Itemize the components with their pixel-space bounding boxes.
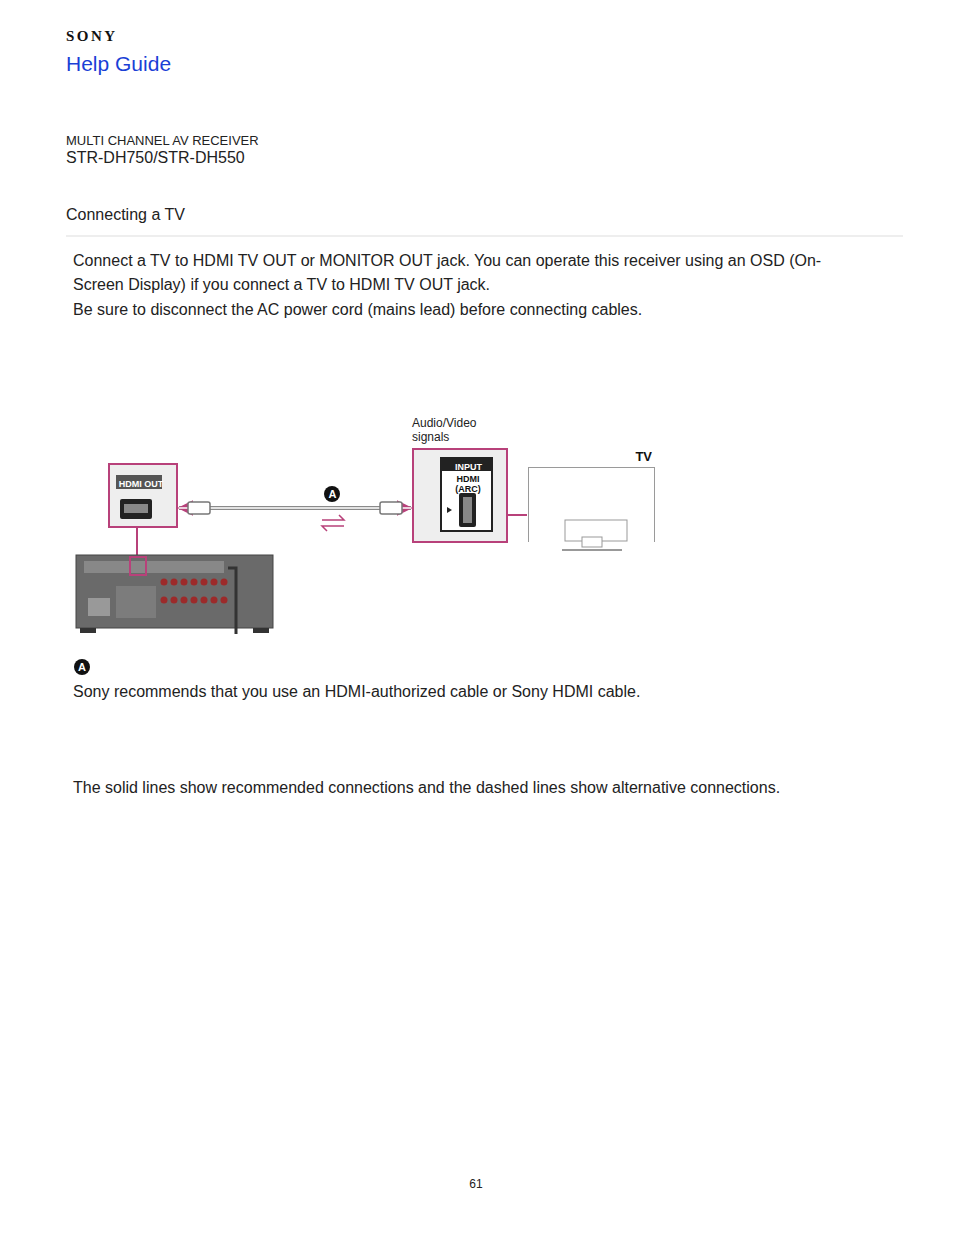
device-name: TV [635,449,652,464]
page-number: 61 [469,1177,482,1191]
body-text: Be sure to disconnect the AC power cord … [73,298,873,322]
jack-label: HDMI OUT [118,477,164,491]
tv-stand [562,549,622,551]
cable-plug [380,502,402,514]
signal-label: Audio/Video signals [412,416,492,444]
speaker-terminal [191,579,198,586]
speaker-terminal [161,597,168,604]
guide-link: Help Guide [66,52,171,76]
hdmi-jack [459,493,476,527]
input-frame [441,458,492,531]
speaker-terminal [201,579,208,586]
receiver-foot [80,628,96,633]
receiver-panel [116,586,156,618]
bidirectional-symbol [322,515,344,531]
brand-logo: SONY [66,28,118,45]
speaker-terminal [191,597,198,604]
callout-letter: A [74,659,90,675]
speaker-terminal [171,579,178,586]
section-heading: Connecting a TV [66,206,185,224]
callout-letter: A [324,486,340,502]
callout-panel [414,450,506,541]
hdmi-jack [124,504,148,513]
callout-panel [110,465,176,526]
leader-line [136,528,138,556]
receiver-panel [84,561,224,573]
hdmi-cable [179,506,411,510]
tv-set: TV [528,467,655,542]
jack-label: INPUT [444,461,493,473]
body-text: Connect a TV to HDMI TV OUT or MONITOR O… [73,249,863,297]
hdmi-out-callout: HDMI OUT [108,463,178,528]
receiver-body [76,555,273,628]
cable-highlight [179,507,411,509]
note-text: Sony recommends that you use an HDMI-aut… [73,680,873,704]
receiver-terminal [88,598,110,616]
jack-arrow [447,507,452,513]
speaker-terminal [171,597,178,604]
speaker-terminal [181,579,188,586]
power-cord [228,568,236,634]
speaker-terminal [221,597,228,604]
speaker-terminal [181,597,188,604]
jack-highlight [130,557,146,575]
leader-line [508,514,527,516]
note-text: The solid lines show recommended connect… [73,776,893,800]
speaker-terminal [161,579,168,586]
divider [66,236,903,237]
speaker-terminal [211,597,218,604]
tv-input-callout: Audio/Video signalsINPUTHDMI (ARC) [412,448,508,543]
product-type: MULTI CHANNEL AV RECEIVER [66,133,259,148]
speaker-terminal [201,597,208,604]
receiver-foot [253,628,269,633]
hdmi-jack [120,499,152,519]
speaker-terminal [221,579,228,586]
jack-label: HDMI (ARC) [448,474,488,494]
hdmi-jack [463,497,472,523]
tv-stand [582,537,602,547]
cable-plug [188,502,210,514]
speaker-terminals [161,579,228,604]
model-name: STR-DH750/STR-DH550 [66,149,245,167]
speaker-terminal [211,579,218,586]
